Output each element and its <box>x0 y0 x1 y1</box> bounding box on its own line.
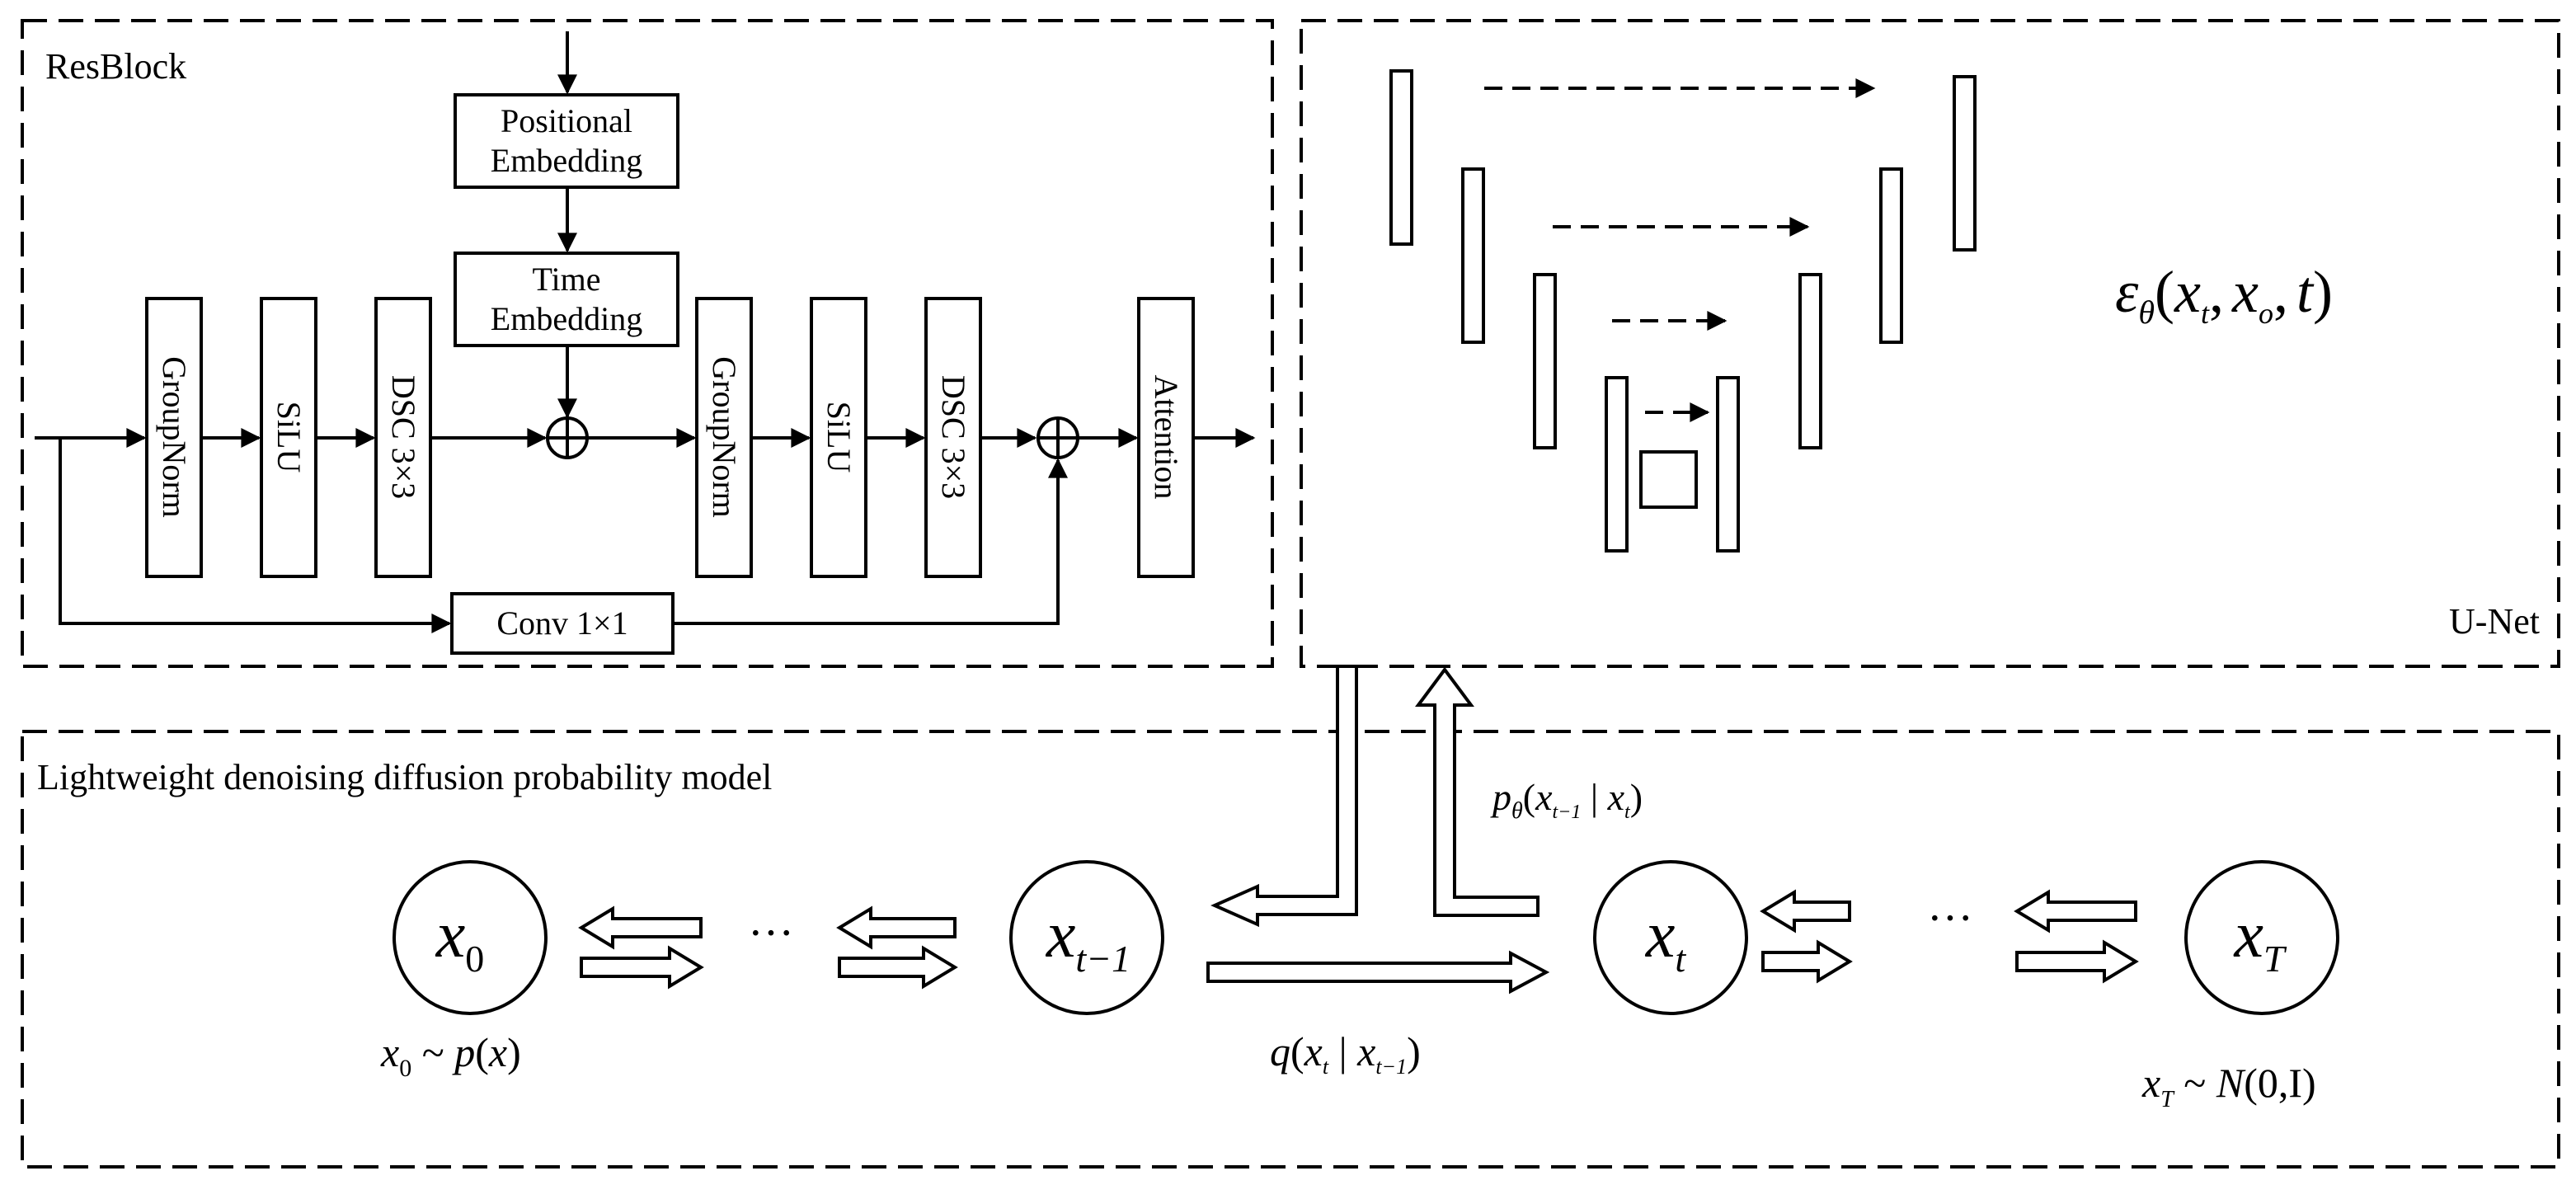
attention-block: Attention <box>1137 297 1195 578</box>
positional-embedding-label-1: Positional <box>501 102 632 139</box>
conv1x1-box <box>450 592 675 655</box>
positional-embedding-label-2: Embedding <box>491 142 642 179</box>
svg-text:xt−1: xt−1 <box>1046 899 1131 980</box>
unet-bottleneck-box <box>1639 450 1698 509</box>
unet-formula: εθ(xt,xo,t) <box>2115 259 2333 331</box>
dsc-block-1: DSC 3×3 <box>374 297 432 578</box>
hollow-arrow-right <box>838 945 958 990</box>
ddpm-title: Lightweight denoising diffusion probabil… <box>37 757 772 797</box>
add-node-1 <box>546 416 589 459</box>
time-embedding-label-2: Embedding <box>491 300 642 337</box>
label-q-forward: q(xt | xt−1) <box>1270 1028 1421 1079</box>
label-x0-distribution: x0 ~ p(x) <box>380 1029 521 1082</box>
label-p-reverse: pθ(xt−1 | xt) <box>1490 776 1643 824</box>
svg-text:Attention: Attention <box>1148 374 1185 499</box>
unet-panel <box>1300 19 2560 668</box>
svg-text:DSC 3×3: DSC 3×3 <box>935 375 972 499</box>
node-xt-minus-1: xt−1 <box>1009 860 1164 1015</box>
hollow-arrow-right <box>1761 939 1853 984</box>
residual-path-left <box>59 438 452 633</box>
unet-encoder-bar-1 <box>1389 69 1413 246</box>
svg-text:xT: xT <box>2233 899 2287 980</box>
resblock-title: ResBlock <box>45 46 186 87</box>
hollow-arrow-right <box>2015 939 2139 984</box>
hollow-arrow-left <box>836 905 957 950</box>
unet-encoder-bar-4 <box>1605 376 1629 553</box>
unet-title: U-Net <box>2449 601 2540 642</box>
ellipsis-1: ··· <box>748 908 794 959</box>
resblock-panel <box>21 19 1274 668</box>
to-unet-path <box>1210 665 1358 928</box>
svg-text:SiLU: SiLU <box>270 402 308 473</box>
conv1x1-label: Conv 1×1 <box>496 604 628 642</box>
residual-path-right <box>673 458 1068 625</box>
unet-decoder-bar-3 <box>1798 273 1822 449</box>
ellipsis-2: ··· <box>1927 893 1973 944</box>
svg-text:GroupNorm: GroupNorm <box>706 356 743 518</box>
groupnorm-block-1: GroupNorm <box>145 297 203 578</box>
label-xT-distribution: xT ~ N(0,I) <box>2141 1060 2316 1112</box>
node-xT: xT <box>2184 860 2339 1015</box>
silu-block-1: SiLU <box>260 297 317 578</box>
add-node-2 <box>1037 416 1079 459</box>
groupnorm-block-2: GroupNorm <box>695 297 753 578</box>
unet-encoder-bar-2 <box>1461 167 1485 344</box>
unet-structure <box>1389 69 1977 553</box>
svg-text:DSC 3×3: DSC 3×3 <box>385 375 422 499</box>
unet-encoder-bar-3 <box>1533 273 1557 449</box>
x0-reverse-arrows <box>578 905 704 990</box>
hollow-arrow-left <box>578 905 703 950</box>
hollow-arrow-left <box>2014 889 2137 933</box>
node-xt: xt <box>1593 860 1748 1015</box>
forward-process-arrow <box>1206 950 1550 995</box>
xt-reverse-arrows <box>1760 889 1853 984</box>
hollow-arrow-left <box>1760 889 1851 933</box>
node-x0: x0 <box>393 860 548 1015</box>
svg-text:GroupNorm: GroupNorm <box>156 356 193 518</box>
positional-embedding-box <box>454 93 679 189</box>
svg-text:x0: x0 <box>435 899 485 980</box>
time-embedding-box <box>454 252 679 347</box>
unet-decoder-bar-2 <box>1879 167 1903 344</box>
svg-text:xt: xt <box>1645 899 1687 980</box>
unet-decoder-bar-4 <box>1716 376 1740 553</box>
from-unet-path <box>1415 666 1539 917</box>
svg-text:SiLU: SiLU <box>820 402 858 473</box>
hollow-arrow-right <box>580 945 704 990</box>
xT-reverse-arrows <box>2014 889 2139 984</box>
time-embedding-label-1: Time <box>532 261 600 298</box>
silu-block-2: SiLU <box>810 297 867 578</box>
dsc-block-2: DSC 3×3 <box>924 297 982 578</box>
xt-minus-1-reverse-arrows <box>836 905 958 990</box>
unet-decoder-bar-1 <box>1953 75 1977 252</box>
